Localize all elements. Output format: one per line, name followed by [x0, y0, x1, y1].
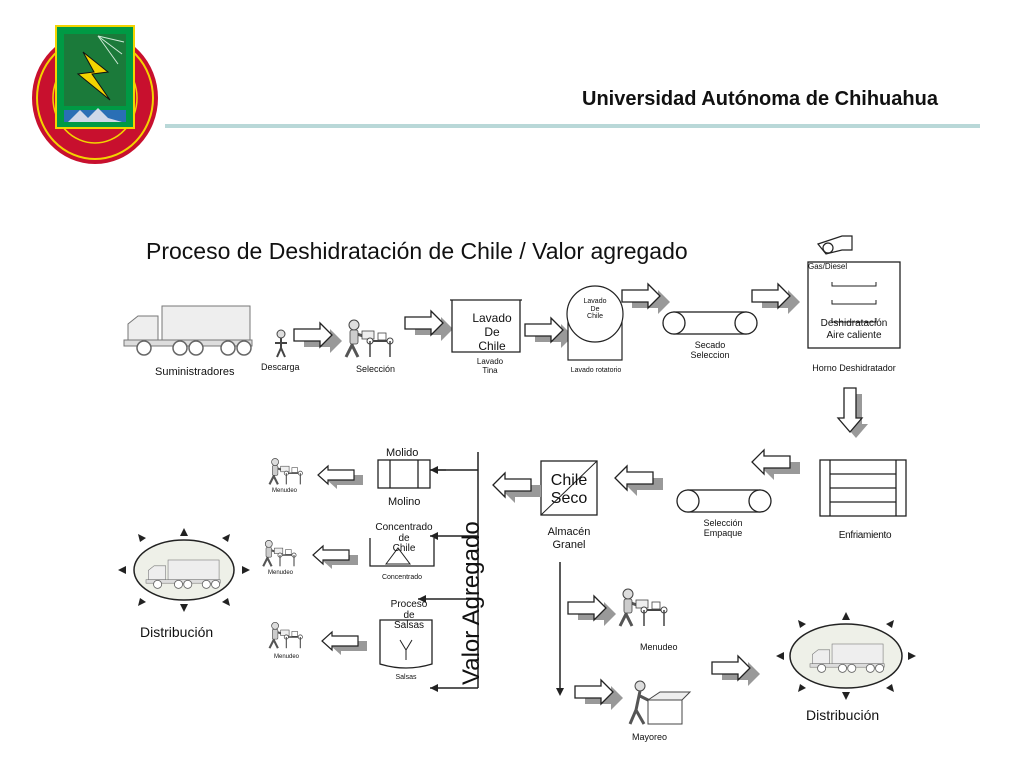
label-distribucion-right: Distribución — [806, 707, 880, 723]
packing-conveyor-icon — [676, 489, 772, 513]
label-proceso-salsas: Proceso de Salsas — [390, 599, 428, 631]
retail-worker-icon-main — [618, 587, 669, 628]
rotary-washer-icon — [566, 285, 624, 361]
gas-burner-icon — [816, 235, 853, 255]
retail-arrow-2 — [312, 545, 359, 570]
label-gas-diesel: Gas/Diesel — [808, 262, 848, 271]
supplier-truck-icon — [123, 305, 253, 356]
university-seal-logo — [28, 22, 163, 167]
unloading-person-icon — [275, 329, 287, 358]
flow-arrow-1 — [293, 322, 343, 354]
label-almacen-granel: Almacén Granel — [547, 526, 591, 551]
label-valor-agregado: Valor Agregado — [458, 521, 485, 685]
label-seleccion-empaque: Selección Empaque — [703, 518, 743, 539]
distribution-arrow-right — [711, 655, 761, 687]
distribution-ellipse-right — [776, 612, 916, 700]
distribution-ellipse-left — [118, 528, 250, 612]
label-distribucion-left: Distribución — [140, 624, 214, 640]
label-menudeo-3: Menudeo — [274, 654, 300, 660]
label-suministradores: Suministradores — [155, 366, 235, 378]
cooling-rack — [819, 459, 907, 517]
drying-conveyor-icon — [662, 311, 758, 335]
selection-worker-icon — [344, 318, 395, 359]
retail-arrow-main — [567, 595, 617, 627]
label-lavado-rotatorio: Lavado rotatorio — [570, 367, 622, 374]
label-menudeo-1: Menudeo — [272, 488, 298, 494]
retail-worker-icon-2 — [262, 539, 298, 568]
washing-tub-box — [450, 299, 522, 353]
retail-arrow-1 — [317, 465, 364, 490]
flow-arrow-5 — [751, 283, 801, 315]
label-lavado-rot-box: Lavado De Chile — [583, 298, 607, 321]
label-horno-box: Deshidratación Aire caliente — [820, 318, 888, 341]
diagram-title: Proceso de Deshidratación de Chile / Val… — [146, 238, 688, 264]
flow-arrow-7 — [751, 449, 801, 481]
header-divider — [165, 124, 980, 128]
label-menudeo: Menudeo — [640, 642, 678, 652]
flow-arrow-8 — [614, 465, 664, 497]
label-menudeo-2: Menudeo — [268, 570, 294, 576]
concentrate-vessel — [369, 538, 435, 567]
label-chile-seco: Chile Seco — [550, 472, 588, 507]
wholesale-worker-icon — [628, 680, 692, 725]
flow-arrow-4 — [621, 283, 671, 315]
label-concentrado-box: Concentrado de Chile — [375, 522, 433, 554]
label-mayoreo: Mayoreo — [632, 732, 668, 742]
retail-arrow-3 — [321, 631, 368, 656]
retail-worker-icon-3 — [268, 621, 304, 650]
label-molino: Molino — [388, 496, 421, 508]
label-lavado-tina: Lavado Tina — [476, 357, 504, 375]
flow-arrow-3 — [524, 317, 574, 349]
label-salsas: Salsas — [395, 674, 417, 681]
flow-arrow-2 — [404, 310, 454, 342]
retail-worker-icon-1 — [268, 457, 304, 486]
label-descarga: Descarga — [261, 362, 300, 372]
university-name: Universidad Autónoma de Chihuahua — [582, 88, 938, 110]
label-seleccion: Selección — [356, 364, 396, 374]
label-lavado-tina-box: Lavado De Chile — [472, 311, 512, 353]
label-secado-seleccion: Secado Seleccion — [690, 340, 730, 361]
granel-flow-line — [556, 562, 564, 696]
dehydration-oven — [807, 261, 901, 349]
mill-icon — [377, 459, 446, 489]
label-molido: Molido — [386, 447, 419, 459]
wholesale-arrow — [574, 679, 624, 711]
flow-arrow-6 — [837, 387, 869, 439]
sauce-tank — [379, 619, 433, 669]
flow-arrow-9 — [492, 472, 542, 504]
label-horno: Horno Deshidratador — [812, 363, 896, 373]
label-enfriamiento: Enfriamiento — [838, 530, 892, 541]
label-concentrado: Concentrado — [381, 574, 423, 581]
dry-chile-storage-box — [540, 460, 598, 516]
